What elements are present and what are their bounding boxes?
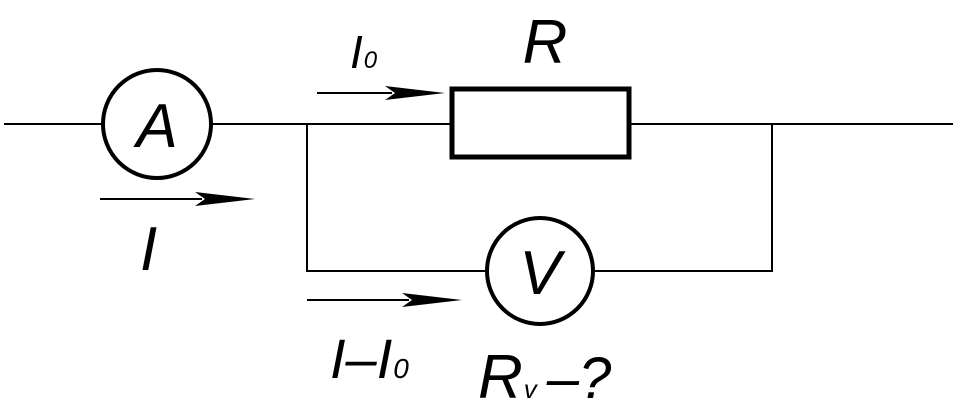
ammeter-label: A bbox=[132, 92, 177, 161]
unknown-resistance-suffix: –? bbox=[546, 346, 612, 411]
current-voltmeter-arrow: I–I0 bbox=[307, 293, 462, 390]
current-total-label: I bbox=[140, 215, 157, 284]
resistor: R bbox=[449, 8, 632, 160]
wire-voltmeter-branch-right bbox=[592, 123, 773, 272]
wires bbox=[4, 123, 953, 272]
ammeter: A bbox=[101, 68, 213, 180]
current-voltmeter-label-main: I–I bbox=[330, 327, 392, 390]
voltmeter-circle bbox=[485, 216, 595, 326]
current-resistor-label-main: I bbox=[350, 26, 363, 78]
voltmeter-label: V bbox=[519, 239, 566, 308]
wire-voltmeter-branch-left bbox=[306, 123, 488, 272]
current-resistor-label: I0 bbox=[350, 26, 378, 78]
voltmeter: V bbox=[485, 216, 595, 326]
current-resistor-arrow-head bbox=[385, 86, 445, 100]
current-voltmeter-label-sub: 0 bbox=[393, 353, 409, 384]
unknown-resistance-sub: v bbox=[524, 374, 539, 404]
unknown-resistance-label: Rv–? bbox=[478, 343, 612, 412]
ammeter-circle bbox=[101, 68, 213, 180]
current-total-arrow-head bbox=[195, 192, 255, 206]
resistor-body bbox=[449, 86, 632, 160]
current-resistor-label-sub: 0 bbox=[364, 47, 378, 74]
current-resistor-arrow: I0 bbox=[317, 26, 445, 100]
unknown-resistance-main: R bbox=[478, 343, 523, 412]
current-voltmeter-arrow-head bbox=[402, 293, 462, 307]
resistor-label: R bbox=[523, 8, 568, 77]
current-voltmeter-label: I–I0 bbox=[330, 327, 409, 390]
current-total-arrow: I bbox=[100, 192, 255, 284]
